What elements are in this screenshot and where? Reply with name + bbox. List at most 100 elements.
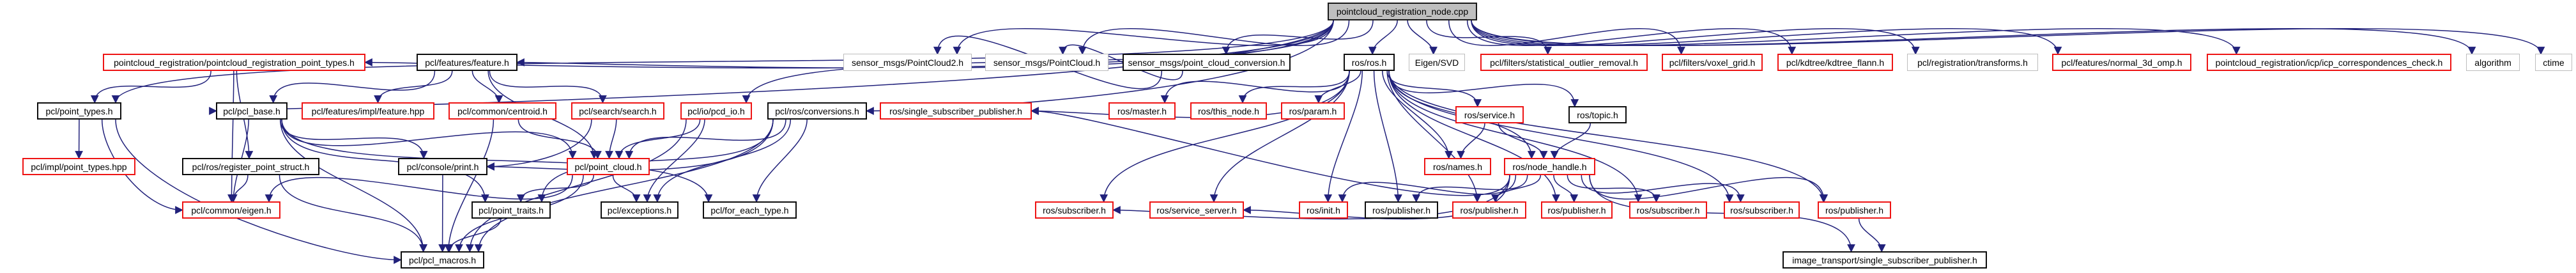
graph-edge-ros-to-subscriber2 (1388, 70, 1643, 203)
graph-node-subscriber1[interactable]: ros/subscriber.h (1035, 201, 1114, 219)
graph-edge-root-to-pcconv (1222, 20, 1374, 55)
graph-node-image_transport[interactable]: image_transport/single_subscriber_publis… (1782, 251, 1987, 269)
graph-node-publisher2[interactable]: ros/publisher.h (1452, 201, 1526, 219)
graph-node-master[interactable]: ros/master.h (1108, 102, 1176, 120)
graph-node-kdtree[interactable]: pcl/kdtree/kdtree_flann.h (1777, 54, 1893, 71)
graph-node-conversions[interactable]: pcl/ros/conversions.h (767, 102, 867, 120)
graph-node-publisher3[interactable]: ros/publisher.h (1541, 201, 1613, 219)
graph-node-pcl_point_types[interactable]: pcl/point_types.h (37, 102, 121, 120)
graph-edge-pcl_base-to-point_cloud (281, 119, 577, 159)
graph-edge-conversions-to-pcl_macros (474, 119, 774, 253)
graph-node-service_server[interactable]: ros/service_server.h (1149, 201, 1244, 219)
graph-node-feature_hpp[interactable]: pcl/features/impl/feature.hpp (302, 102, 434, 120)
graph-edge-root-to-voxel (1448, 20, 1685, 55)
graph-edge-root-to-eigensvd (1407, 20, 1438, 55)
graph-edge-root-to-kdtree (1466, 20, 1797, 55)
graph-node-register_point_struct[interactable]: pcl/ros/register_point_struct.h (182, 158, 319, 175)
graph-edge-root-to-pc1 (1078, 20, 1350, 55)
graph-edge-point_traits-to-pcl_macros (445, 218, 502, 253)
graph-node-node_handle[interactable]: ros/node_handle.h (1504, 158, 1595, 175)
graph-edge-conversions-to-for_each_type (752, 119, 808, 203)
graph-edge-centroid-to-pcl_macros (444, 119, 494, 253)
graph-node-point_traits[interactable]: pcl/point_traits.h (471, 201, 551, 219)
graph-node-pcl_base[interactable]: pcl/pcl_base.h (216, 102, 288, 120)
graph-edge-conversions-to-point_cloud (625, 119, 786, 159)
graph-edge-pcl_point_types-to-pcl_macros (115, 119, 402, 264)
graph-node-point_cloud[interactable]: pcl/point_cloud.h (567, 158, 650, 175)
graph-edge-ros-to-subscriber1 (1100, 70, 1350, 203)
graph-node-pcl_macros[interactable]: pcl/pcl_macros.h (401, 251, 484, 269)
graph-edge-search-to-print (486, 119, 592, 171)
graph-edge-root-to-ros (1368, 20, 1398, 55)
graph-edge-register_point_struct-to-pcl_macros (279, 175, 427, 253)
graph-node-this_node[interactable]: ros/this_node.h (1190, 102, 1267, 120)
graph-node-ssp[interactable]: ros/single_subscriber_publisher.h (880, 102, 1032, 120)
graph-node-subscriber2[interactable]: ros/subscriber.h (1629, 201, 1707, 219)
graph-edge-ros-to-this_node (1238, 70, 1350, 104)
graph-root-node: pointcloud_registration_node.cpp (1328, 3, 1477, 20)
graph-edge-node_handle-to-publisher_blk (1412, 175, 1528, 203)
graph-edge-feature-to-feature_hpp (374, 70, 453, 104)
graph-node-normal3d[interactable]: pcl/features/normal_3d_omp.h (2052, 54, 2191, 71)
graph-node-pcconv[interactable]: sensor_msgs/point_cloud_conversion.h (1123, 54, 1291, 71)
graph-edge-node_handle-to-publisher3 (1553, 175, 1579, 203)
graph-node-voxel[interactable]: pcl/filters/voxel_grid.h (1662, 54, 1763, 71)
graph-node-transforms: pcl/registration/transforms.h (1907, 54, 2038, 71)
graph-edge-ros-to-publisher3 (1388, 70, 1560, 203)
graph-edge-ros-to-publisher2 (1386, 70, 1482, 203)
graph-edge-root-to-ctime (1471, 20, 2545, 55)
graph-edge-point_cloud-to-exceptions (612, 175, 641, 203)
graph-node-topic[interactable]: ros/topic.h (1568, 106, 1627, 123)
graph-node-init[interactable]: ros/init.h (1299, 201, 1348, 219)
graph-edge-pcd_io-to-point_cloud (615, 119, 701, 159)
graph-edge-point_cloud-to-point_traits (516, 175, 594, 203)
graph-node-ros[interactable]: ros/ros.h (1344, 54, 1395, 71)
graph-node-publisher4[interactable]: ros/publisher.h (1818, 201, 1891, 219)
graph-edge-root-to-icp (1471, 20, 2241, 55)
graph-edge-service-to-names (1457, 123, 1485, 159)
graph-node-names[interactable]: ros/names.h (1424, 158, 1491, 175)
graph-node-impl_point_types[interactable]: pcl/impl/point_types.hpp (22, 158, 135, 175)
graph-node-ctime: ctime (2535, 54, 2572, 71)
graph-node-prt[interactable]: pointcloud_registration/pointcloud_regis… (103, 54, 365, 71)
graph-edge-node_handle-to-ssp (1031, 107, 1510, 196)
graph-edge-pcl_base-to-point_traits (281, 119, 489, 203)
graph-node-icp[interactable]: pointcloud_registration/icp/icp_correspo… (2207, 54, 2451, 71)
graph-edge-ros-to-init (1324, 70, 1363, 203)
graph-node-publisher_blk[interactable]: ros/publisher.h (1365, 201, 1438, 219)
graph-edge-point_cloud-to-common_eigen (264, 175, 573, 203)
graph-edge-prt-to-common_eigen (227, 70, 236, 203)
graph-node-pcd_io[interactable]: pcl/io/pcd_io.h (680, 102, 752, 120)
graph-node-subscriber3[interactable]: ros/subscriber.h (1724, 201, 1800, 219)
graph-edge-ros-to-names (1382, 70, 1453, 159)
graph-node-pc2: sensor_msgs/PointCloud2.h (843, 54, 972, 71)
graph-node-common_eigen[interactable]: pcl/common/eigen.h (182, 201, 280, 219)
graph-node-search[interactable]: pcl/search/search.h (571, 102, 664, 120)
graph-node-print[interactable]: pcl/console/print.h (398, 158, 487, 175)
graph-node-service[interactable]: ros/service.h (1455, 106, 1524, 123)
graph-node-sor[interactable]: pcl/filters/statistical_outlier_removal.… (1480, 54, 1648, 71)
graph-node-exceptions[interactable]: pcl/exceptions.h (601, 201, 678, 219)
graph-node-centroid[interactable]: pcl/common/centroid.h (448, 102, 556, 120)
graph-edge-root-to-sor (1426, 20, 1552, 55)
graph-edge-pcd_io-to-exceptions (643, 119, 705, 203)
graph-node-feature[interactable]: pcl/features/feature.h (417, 54, 518, 71)
graph-edge-root-to-algorithm (1471, 20, 2476, 55)
graph-edge-pcl_point_types-to-common_eigen (101, 119, 183, 214)
graph-edge-ros-to-service_server (1209, 70, 1350, 203)
graph-node-for_each_type[interactable]: pcl/for_each_type.h (703, 201, 797, 219)
graph-edge-centroid-to-point_cloud (518, 119, 602, 159)
graph-edge-root-to-transforms (1471, 20, 1920, 55)
graph-edge-node_handle-to-publisher4 (1589, 175, 1828, 203)
graph-edge-ros-to-subscriber3 (1388, 70, 1734, 203)
graph-edge-service-to-node_handle (1498, 123, 1548, 159)
graph-edge-node_handle-to-publisher2 (1491, 175, 1542, 203)
graph-edge-conversions-to-print (486, 119, 774, 171)
graph-edge-publisher4-to-image_transport (1858, 218, 1886, 253)
graph-node-param[interactable]: ros/param.h (1281, 102, 1345, 120)
graph-edge-search-to-point_cloud (605, 119, 617, 159)
graph-edge-pcl_base-to-pcl_macros (280, 119, 427, 253)
graph-edge-root-to-normal3d (1471, 20, 2062, 55)
graph-edge-pcl_base-to-for_each_type (281, 119, 713, 203)
